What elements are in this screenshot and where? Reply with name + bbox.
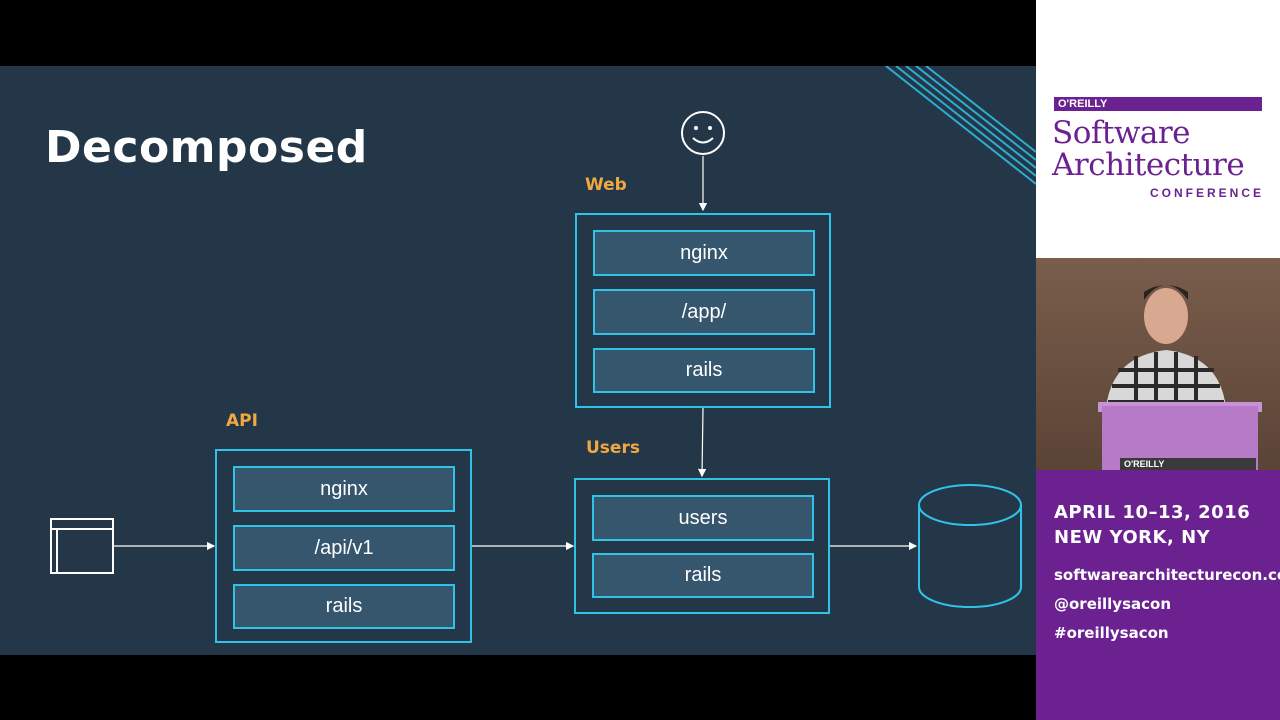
web-to-users-arrow bbox=[697, 407, 707, 478]
users-layer-users: users bbox=[592, 495, 814, 541]
web-service-box: nginx /app/ rails bbox=[575, 213, 831, 408]
client-window-icon bbox=[50, 518, 114, 574]
web-label: Web bbox=[585, 175, 627, 195]
event-dates: APRIL 10–13, 2016 bbox=[1054, 502, 1251, 523]
conference-subtitle: CONFERENCE bbox=[1149, 186, 1264, 200]
presentation-slide: Decomposed Web nginx bbox=[0, 66, 1036, 655]
api-layer-version: /api/v1 bbox=[233, 525, 455, 571]
web-layer-app: /app/ bbox=[593, 289, 815, 335]
conference-sidebar: O'REILLY Software Architecture CONFERENC… bbox=[1036, 0, 1280, 720]
users-layer-rails: rails bbox=[592, 553, 814, 598]
api-label: API bbox=[226, 411, 258, 431]
publisher-bar: O'REILLY bbox=[1054, 97, 1262, 111]
users-service-box: users rails bbox=[574, 478, 830, 614]
web-layer-rails: rails bbox=[593, 348, 815, 393]
slide-title: Decomposed bbox=[45, 122, 368, 173]
conference-title-line2: Architecture bbox=[1052, 147, 1245, 183]
diagram-connectors bbox=[114, 156, 918, 551]
podium-logo: O'REILLY bbox=[1120, 458, 1256, 470]
event-website: softwarearchitecturecon.com bbox=[1054, 566, 1280, 584]
web-layer-nginx: nginx bbox=[593, 230, 815, 276]
api-layer-nginx: nginx bbox=[233, 466, 455, 512]
conference-title-line1: Software bbox=[1052, 115, 1191, 151]
conference-logo-card: O'REILLY Software Architecture CONFERENC… bbox=[1036, 0, 1280, 258]
event-hashtag: #oreillysacon bbox=[1054, 624, 1169, 642]
smiley-user-icon bbox=[681, 111, 725, 155]
publisher-logo-text: O'REILLY bbox=[1058, 98, 1108, 110]
event-location: NEW YORK, NY bbox=[1054, 527, 1211, 548]
event-twitter-handle: @oreillysacon bbox=[1054, 595, 1172, 613]
api-layer-rails: rails bbox=[233, 584, 455, 629]
decorative-stripes bbox=[885, 66, 1036, 185]
speaker-video-feed: O'REILLY bbox=[1036, 258, 1280, 470]
users-label: Users bbox=[586, 438, 640, 458]
database-icon bbox=[918, 484, 1022, 608]
api-service-box: nginx /api/v1 rails bbox=[215, 449, 472, 643]
